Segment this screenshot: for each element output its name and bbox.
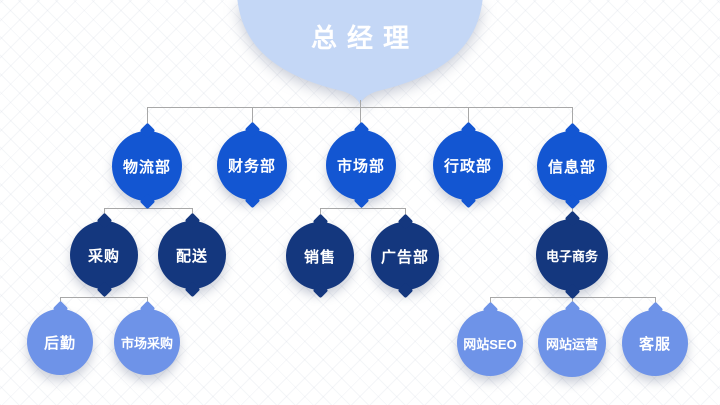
node-market-purchasing: 市场采购 bbox=[114, 309, 180, 375]
node-admin-dept: 行政部 bbox=[433, 130, 503, 200]
node-customer-service: 客服 bbox=[622, 310, 688, 376]
node-website-seo: 网站SEO bbox=[457, 310, 523, 376]
node-website-operations: 网站运营 bbox=[538, 309, 606, 377]
connector-root-drop bbox=[360, 100, 361, 108]
connector-drop bbox=[252, 107, 253, 126]
connector-drop bbox=[572, 107, 573, 126]
connector-drop bbox=[468, 107, 469, 126]
node-information-dept: 信息部 bbox=[537, 131, 607, 201]
connector-drop bbox=[147, 107, 148, 126]
node-purchasing: 采购 bbox=[70, 221, 138, 289]
node-back-office: 后勤 bbox=[27, 309, 93, 375]
connector-drop bbox=[360, 107, 361, 126]
node-ecommerce: 电子商务 bbox=[536, 219, 608, 291]
node-logistics-dept: 物流部 bbox=[112, 131, 182, 201]
node-advertising: 广告部 bbox=[371, 222, 439, 290]
connector-bus-logistics bbox=[104, 208, 193, 209]
connector-drop bbox=[320, 208, 321, 218]
node-sales: 销售 bbox=[286, 222, 354, 290]
node-finance-dept: 财务部 bbox=[217, 130, 287, 200]
node-distribution: 配送 bbox=[158, 221, 226, 289]
node-general-manager: 总经理 bbox=[310, 23, 419, 53]
connector-drop bbox=[405, 208, 406, 218]
node-marketing-dept: 市场部 bbox=[326, 130, 396, 200]
connector-bus-marketing bbox=[320, 208, 406, 209]
balloon-path bbox=[237, 0, 483, 104]
ceo-balloon-shape bbox=[237, 0, 483, 104]
connector-bus-purchasing bbox=[60, 297, 148, 298]
